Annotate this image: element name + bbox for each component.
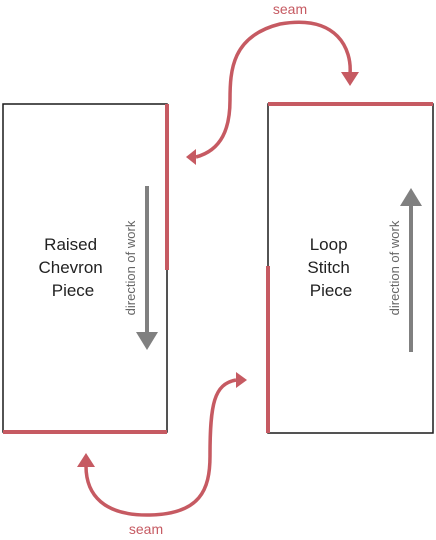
top-seam-arrowhead-left bbox=[186, 149, 196, 165]
loop-stitch-label-line2: Stitch bbox=[307, 258, 350, 277]
bottom-seam-connector: seam bbox=[77, 372, 247, 537]
loop-stitch-label: Loop Stitch Piece bbox=[307, 235, 354, 300]
raised-chevron-direction-label: direction of work bbox=[123, 220, 138, 315]
bottom-seam-label: seam bbox=[129, 521, 163, 537]
top-seam-connector: seam bbox=[186, 1, 359, 165]
bottom-seam-arrowhead-left bbox=[77, 453, 95, 467]
loop-stitch-label-line3: Piece bbox=[310, 281, 353, 300]
raised-chevron-label: Raised Chevron Piece bbox=[39, 235, 108, 300]
bottom-seam-arrow-path bbox=[84, 378, 237, 517]
loop-stitch-direction-arrow bbox=[400, 188, 422, 352]
raised-chevron-direction-arrow bbox=[136, 186, 158, 350]
raised-chevron-label-line2: Chevron bbox=[39, 258, 103, 277]
top-seam-label: seam bbox=[273, 1, 307, 17]
raised-chevron-label-line3: Piece bbox=[52, 281, 95, 300]
top-seam-arrowhead-right bbox=[341, 72, 359, 86]
raised-chevron-piece: Raised Chevron Piece direction of work bbox=[2, 103, 169, 434]
loop-stitch-piece: Loop Stitch Piece direction of work bbox=[266, 102, 434, 434]
loop-stitch-label-line1: Loop bbox=[310, 235, 348, 254]
raised-chevron-label-line1: Raised bbox=[44, 235, 97, 254]
loop-stitch-direction-label: direction of work bbox=[387, 220, 402, 315]
top-seam-arrow-path bbox=[195, 20, 352, 159]
bottom-seam-arrowhead-right bbox=[236, 372, 247, 388]
